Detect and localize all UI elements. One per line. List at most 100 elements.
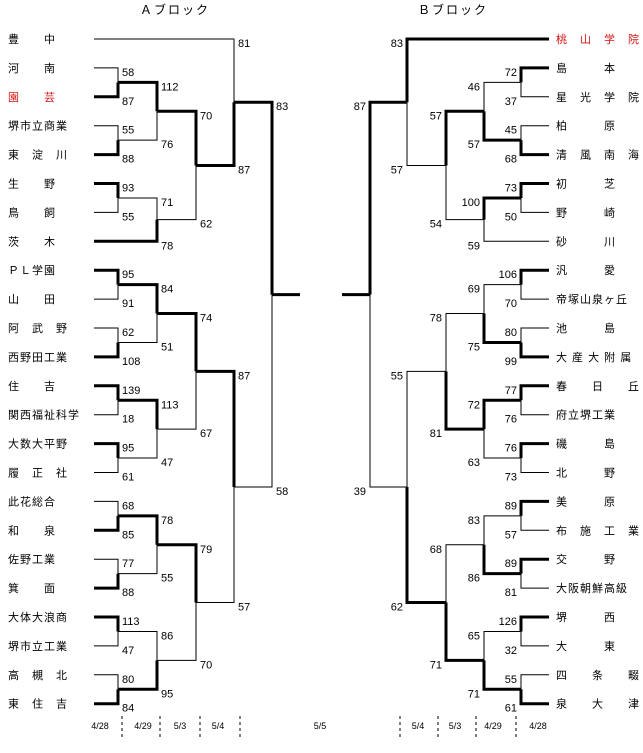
B-r1-m0-score-bottom: 37 [505,96,517,108]
A-r1-m1-score-top: 55 [122,125,134,137]
A-r2-m5-score-top: 86 [161,630,173,642]
A-r1-m0-score-top: 58 [122,67,134,79]
B-r1-m2-score-bottom: 50 [505,211,517,223]
abtbt-bottom-line [94,400,119,416]
a-team-6: 鳥 飼 [8,205,56,219]
atbtt-top-line [94,67,119,83]
B-r1-m6-score-top: 76 [505,443,517,455]
bbbtb-bottom-line [520,573,549,589]
abbtb-top-line [94,558,119,574]
A-r1-m4-score-top: 62 [122,327,134,339]
abtt-bottom-line [118,313,158,343]
ab-bottom-line [196,486,235,604]
b-team-1: 島 本 [556,61,616,75]
abbbb-top-line [94,674,119,690]
A-r1-m3-score-bottom: 91 [122,298,134,310]
abttt-bottom-line [94,284,119,300]
a-team-17: 和 泉 [8,523,56,537]
bbttb-bottom-line [519,342,549,359]
A-r2-m4-score-bottom: 55 [161,573,173,585]
A-r2-m3-score-bottom: 47 [161,457,173,469]
bbttt-top-line [519,268,549,285]
A-r2-m3-score-top: 113 [161,399,179,411]
B-r1-m1-score-bottom: 68 [505,154,517,166]
a-team-2: 園 芸 [8,91,56,104]
B-r2-m2-score-bottom: 75 [468,341,480,353]
btbb-bottom-line [483,219,549,242]
abtb-bottom-line [118,429,158,459]
bbbt-bottom-line [482,544,521,576]
atbt-top-line [118,80,159,112]
B-r1-m10-score-bottom: 61 [505,703,517,715]
a-team-7: 茨 木 [8,234,56,248]
bbbtt-bottom-line [520,515,549,531]
A-r1-m7-score-bottom: 85 [122,529,134,541]
atbb-top-line [118,197,158,220]
A-r3-m1-score-top: 74 [200,313,212,325]
A-r1-m2-score-bottom: 55 [122,211,134,223]
A-r2-m5-score-bottom: 95 [161,688,173,700]
b-team-8: 汎 愛 [556,263,616,277]
A-r1-m3-score-top: 95 [122,269,134,281]
btbb-top-line [482,196,521,220]
B-r1-m5-score-top: 77 [505,385,517,397]
atbbt-bottom-line [94,197,119,213]
B-r1-m2-score-top: 73 [505,183,517,195]
b-team-2: 星 光 学 院 [556,90,640,104]
btb-top-line [444,109,484,166]
date-label-8: 4/28 [529,721,547,731]
abbbt-bottom-line [94,631,119,647]
A-r2-m4-score-top: 78 [161,515,173,527]
b-team-18: 交 野 [556,552,616,566]
btbbt-top-line [519,182,549,198]
a-top-line [234,100,274,295]
B-r3-m2-score-top: 68 [430,544,442,556]
B-r1-m0-score-top: 72 [505,67,517,79]
abb-bottom-line [157,602,197,661]
bbbbt-bottom-line [520,631,549,647]
B-r1-m7-score-bottom: 57 [505,529,517,541]
ab-top-line [196,369,236,487]
atbb-bottom-line [94,219,159,243]
B-r1-m3-score-bottom: 70 [505,298,517,310]
A-r5-m0-score-top: 83 [276,101,288,113]
b-team-16: 美 原 [556,495,616,508]
A-r1-m4-score-bottom: 108 [122,356,140,368]
bbtbt-bottom-line [520,400,549,416]
abtb-top-line [118,398,159,430]
a-team-21: 堺市立工業 [8,639,68,653]
B-r1-m3-score-top: 106 [499,269,517,281]
a-team-9: 山 田 [8,293,56,306]
atbtb-top-line [94,125,119,141]
a-team-12: 住 吉 [8,379,56,393]
abtbb-bottom-line [94,458,119,473]
abt-top-line [157,312,198,372]
atb-top-line [157,109,198,166]
A-r3-m2-score-bottom: 70 [200,659,212,671]
A-r3-m2-score-top: 79 [200,544,212,556]
A-r1-m2-score-top: 93 [122,183,134,195]
A-r2-m0-score-top: 112 [161,81,179,93]
a-team-19: 箕 面 [8,581,56,595]
b-team-7: 砂 川 [556,235,616,248]
abbt-top-line [118,514,159,545]
A-r4-m1-score-bottom: 57 [238,602,250,614]
b-team-15: 北 野 [556,467,616,480]
bbbtt-top-line [519,499,549,516]
bbbt-top-line [483,515,521,545]
A-r1-m8-score-bottom: 88 [122,587,134,599]
atbtt-bottom-line [94,82,120,99]
A-r4-m0-score-top: 81 [238,38,250,50]
b-team-20: 堺 西 [556,611,616,624]
B-r2-m5-score-top: 65 [468,630,480,642]
a-bottom-line [234,294,273,488]
bbtbb-bottom-line [520,458,549,473]
abbb-top-line [118,630,158,661]
b-team-17: 布 施 工 業 [556,524,640,537]
a-team-23: 東 住 吉 [8,697,68,711]
A-r2-m1-score-top: 71 [161,197,173,209]
A-r1-m5-score-top: 139 [122,385,140,397]
B-r2-m3-score-bottom: 63 [468,457,480,469]
b-block-header: Ｂブロック [418,2,488,17]
